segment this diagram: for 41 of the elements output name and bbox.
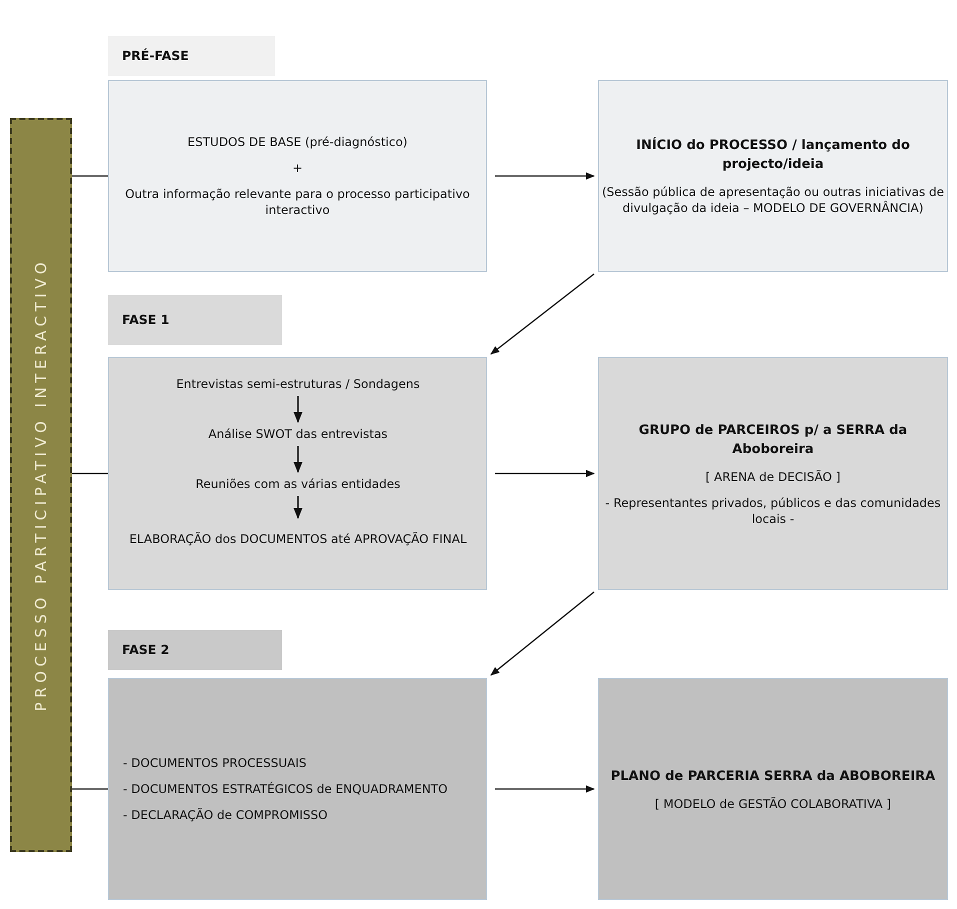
vertical-banner: [10, 118, 72, 852]
phase-tab: [108, 630, 282, 670]
process-box: [598, 678, 948, 900]
box-heading: ESTUDOS DE BASE (pré-diagnóstico): [188, 134, 408, 150]
arrow: [294, 496, 302, 520]
arrow: [294, 396, 302, 424]
list-item: - DOCUMENTOS ESTRATÉGICOS de ENQUADRAMENTO: [123, 781, 448, 797]
banner-label: PROCESSO PARTICIPATIVO INTERACTIVO: [33, 258, 49, 712]
phase-title: FASE 2: [122, 642, 170, 658]
connector-line: [72, 472, 108, 474]
box-text: - Representantes privados, públicos e das comunidades locais -: [604, 494, 942, 526]
box-subheading: [ MODELO de GESTÃO COLABORATIVA ]: [654, 796, 892, 812]
arrow: [490, 592, 594, 676]
plus-sign: +: [292, 160, 303, 176]
list-item: - DOCUMENTOS PROCESSUAIS: [123, 755, 306, 771]
step-text: Reuniões com as várias entidades: [115, 472, 481, 496]
box-subheading: [ ARENA de DECISÃO ]: [706, 468, 840, 484]
box-text: Outra informação relevante para o processo participativo interactivo: [124, 186, 471, 218]
box-heading: INÍCIO do PROCESSO / lançamento do projecto/ideia: [635, 136, 911, 174]
step-text: Análise SWOT das entrevistas: [115, 422, 481, 446]
process-box: [598, 80, 948, 272]
phase-title: PRÉ-FASE: [122, 48, 189, 64]
box-text: (Sessão pública de apresentação ou outras iniciativas de divulgação da ideia – MODELO DE GOVERNÂNCIA): [600, 184, 946, 216]
arrow: [490, 273, 594, 355]
list-item: - DECLARAÇÃO de COMPROMISSO: [123, 807, 328, 823]
process-box: [108, 678, 487, 900]
phase-tab: [108, 295, 282, 345]
process-box: [108, 80, 487, 272]
process-box: [598, 357, 948, 590]
step-text: ELABORAÇÃO dos DOCUMENTOS até APROVAÇÃO FINAL: [115, 518, 481, 560]
process-box: [108, 357, 487, 590]
connector-line: [72, 175, 108, 177]
step-text: Entrevistas semi-estruturas / Sondagens: [115, 372, 481, 396]
arrow: [294, 446, 302, 474]
arrow: [495, 470, 595, 478]
phase-title: FASE 1: [122, 312, 170, 328]
connector-line: [72, 788, 108, 790]
arrow: [495, 172, 595, 180]
box-heading: GRUPO de PARCEIROS p/ a SERRA da Aboboreira: [638, 422, 908, 458]
arrow: [495, 785, 595, 793]
box-heading: PLANO de PARCERIA SERRA da ABOBOREIRA: [610, 768, 936, 786]
